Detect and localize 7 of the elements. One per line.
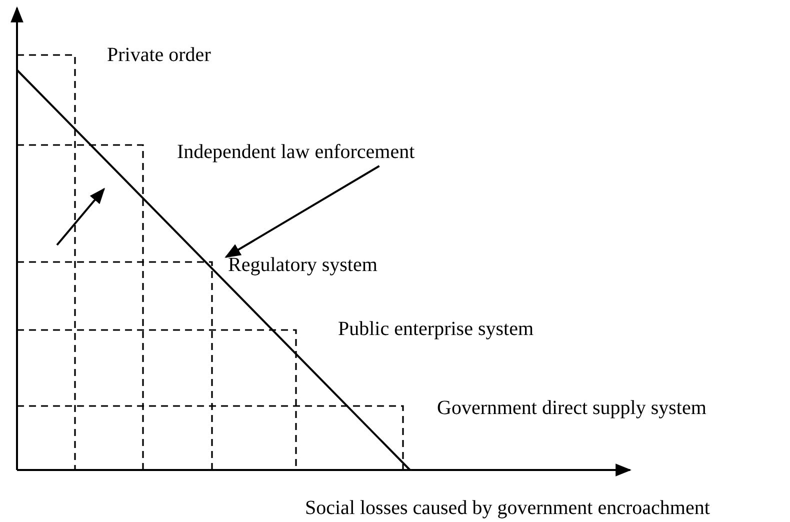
- point-label: Private order: [107, 43, 211, 67]
- callout-label: Regulatory system: [228, 253, 378, 277]
- callout-label: Independent law enforcement: [177, 140, 415, 164]
- point-label: Government direct supply system: [437, 396, 706, 420]
- point-label: Public enterprise system: [338, 317, 534, 341]
- leader-arrow: [224, 165, 380, 258]
- axis-title: Social losses caused by government encroachment: [305, 496, 710, 520]
